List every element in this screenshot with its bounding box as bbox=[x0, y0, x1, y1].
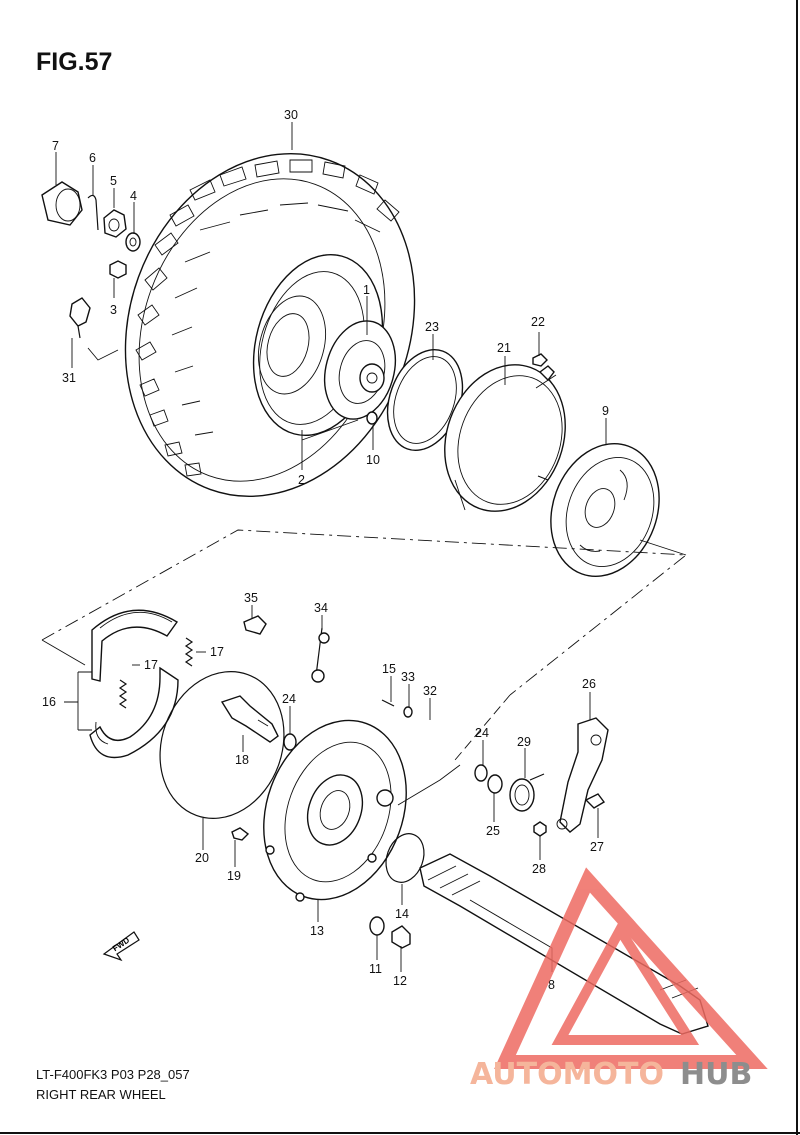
callout-17-lower: 17 bbox=[144, 658, 158, 672]
return-spring-part-29 bbox=[509, 773, 545, 812]
callout-3: 3 bbox=[110, 303, 117, 317]
callout-31: 31 bbox=[62, 371, 76, 385]
callout-29: 29 bbox=[517, 735, 531, 749]
spring-part-17-lower bbox=[118, 679, 128, 709]
callout-13: 13 bbox=[310, 924, 324, 938]
callout-10: 10 bbox=[366, 453, 380, 467]
callout-7: 7 bbox=[52, 139, 59, 153]
callout-35: 35 bbox=[244, 591, 258, 605]
figure-title: FIG.57 bbox=[36, 48, 113, 76]
watermark-text-automoto: AUTOMOTO bbox=[470, 1057, 664, 1092]
callout-16: 16 bbox=[42, 695, 56, 709]
callout-28: 28 bbox=[532, 862, 546, 876]
callout-18: 18 bbox=[235, 753, 249, 767]
o-ring-part-20 bbox=[159, 670, 285, 820]
figure-name: RIGHT REAR WHEEL bbox=[36, 1087, 166, 1102]
castle-nut-part-5 bbox=[103, 209, 127, 238]
bolt-part-27 bbox=[584, 793, 606, 809]
camshaft-part-18 bbox=[220, 695, 279, 743]
callout-14: 14 bbox=[395, 907, 409, 921]
figure-code: LT-F400FK3 P03 P28_057 bbox=[36, 1067, 190, 1082]
spring-part-17-upper bbox=[184, 637, 194, 667]
callout-30: 30 bbox=[284, 108, 298, 122]
callout-15: 15 bbox=[382, 662, 396, 676]
hub-part-1 bbox=[324, 320, 396, 420]
callout-23: 23 bbox=[425, 320, 439, 334]
forward-direction-arrow: FWD bbox=[102, 931, 140, 962]
valve-part-31 bbox=[69, 297, 91, 339]
callout-9: 9 bbox=[602, 404, 609, 418]
callout-21: 21 bbox=[497, 341, 511, 355]
automotohub-watermark-logo: AUTOMOTO HUB bbox=[470, 867, 768, 1092]
wheel-nut-part-3 bbox=[109, 260, 127, 279]
callout-6: 6 bbox=[89, 151, 96, 165]
brake-panel-part-13 bbox=[263, 719, 407, 902]
callout-2: 2 bbox=[298, 473, 305, 487]
callout-24-left: 24 bbox=[282, 692, 296, 706]
clip-part-35 bbox=[243, 615, 267, 635]
brake-drum-part-9 bbox=[537, 442, 660, 578]
rod-part-34 bbox=[311, 627, 330, 683]
callout-5: 5 bbox=[110, 174, 117, 188]
callout-32: 32 bbox=[423, 684, 437, 698]
callout-22: 22 bbox=[531, 315, 545, 329]
callout-34: 34 bbox=[314, 601, 328, 615]
washer-part-4 bbox=[125, 232, 141, 252]
callout-19: 19 bbox=[227, 869, 241, 883]
brake-shoe-upper-part-16 bbox=[91, 609, 179, 682]
callout-26: 26 bbox=[582, 677, 596, 691]
bolt-part-22 bbox=[532, 353, 548, 367]
drain-bolt-part-12 bbox=[391, 925, 411, 949]
callout-11: 11 bbox=[369, 962, 382, 976]
callout-8: 8 bbox=[548, 978, 555, 992]
callout-4: 4 bbox=[130, 189, 137, 203]
breather-hose-part-32 bbox=[418, 720, 438, 788]
callout-1: 1 bbox=[363, 283, 370, 297]
bolt-part-19 bbox=[231, 827, 250, 841]
cotter-pin-part-6 bbox=[87, 194, 99, 231]
watermark-text-hub: HUB bbox=[680, 1057, 752, 1092]
brake-arm-part-26 bbox=[556, 717, 609, 833]
callout-17-upper: 17 bbox=[210, 645, 224, 659]
callout-20: 20 bbox=[195, 851, 209, 865]
callout-33: 33 bbox=[401, 670, 415, 684]
drum-cover-part-21 bbox=[444, 364, 566, 512]
callout-12: 12 bbox=[393, 974, 407, 988]
wheel-cap-part-7 bbox=[41, 181, 83, 226]
callout-25: 25 bbox=[486, 824, 500, 838]
callout-24-right: 24 bbox=[475, 726, 489, 740]
nut-part-28 bbox=[533, 821, 547, 837]
callout-labels: 30 7 6 5 4 3 31 1 2 10 23 22 21 9 35 34 … bbox=[42, 108, 609, 992]
callout-27: 27 bbox=[590, 840, 604, 854]
brake-shoe-lower-part-16 bbox=[89, 666, 179, 759]
